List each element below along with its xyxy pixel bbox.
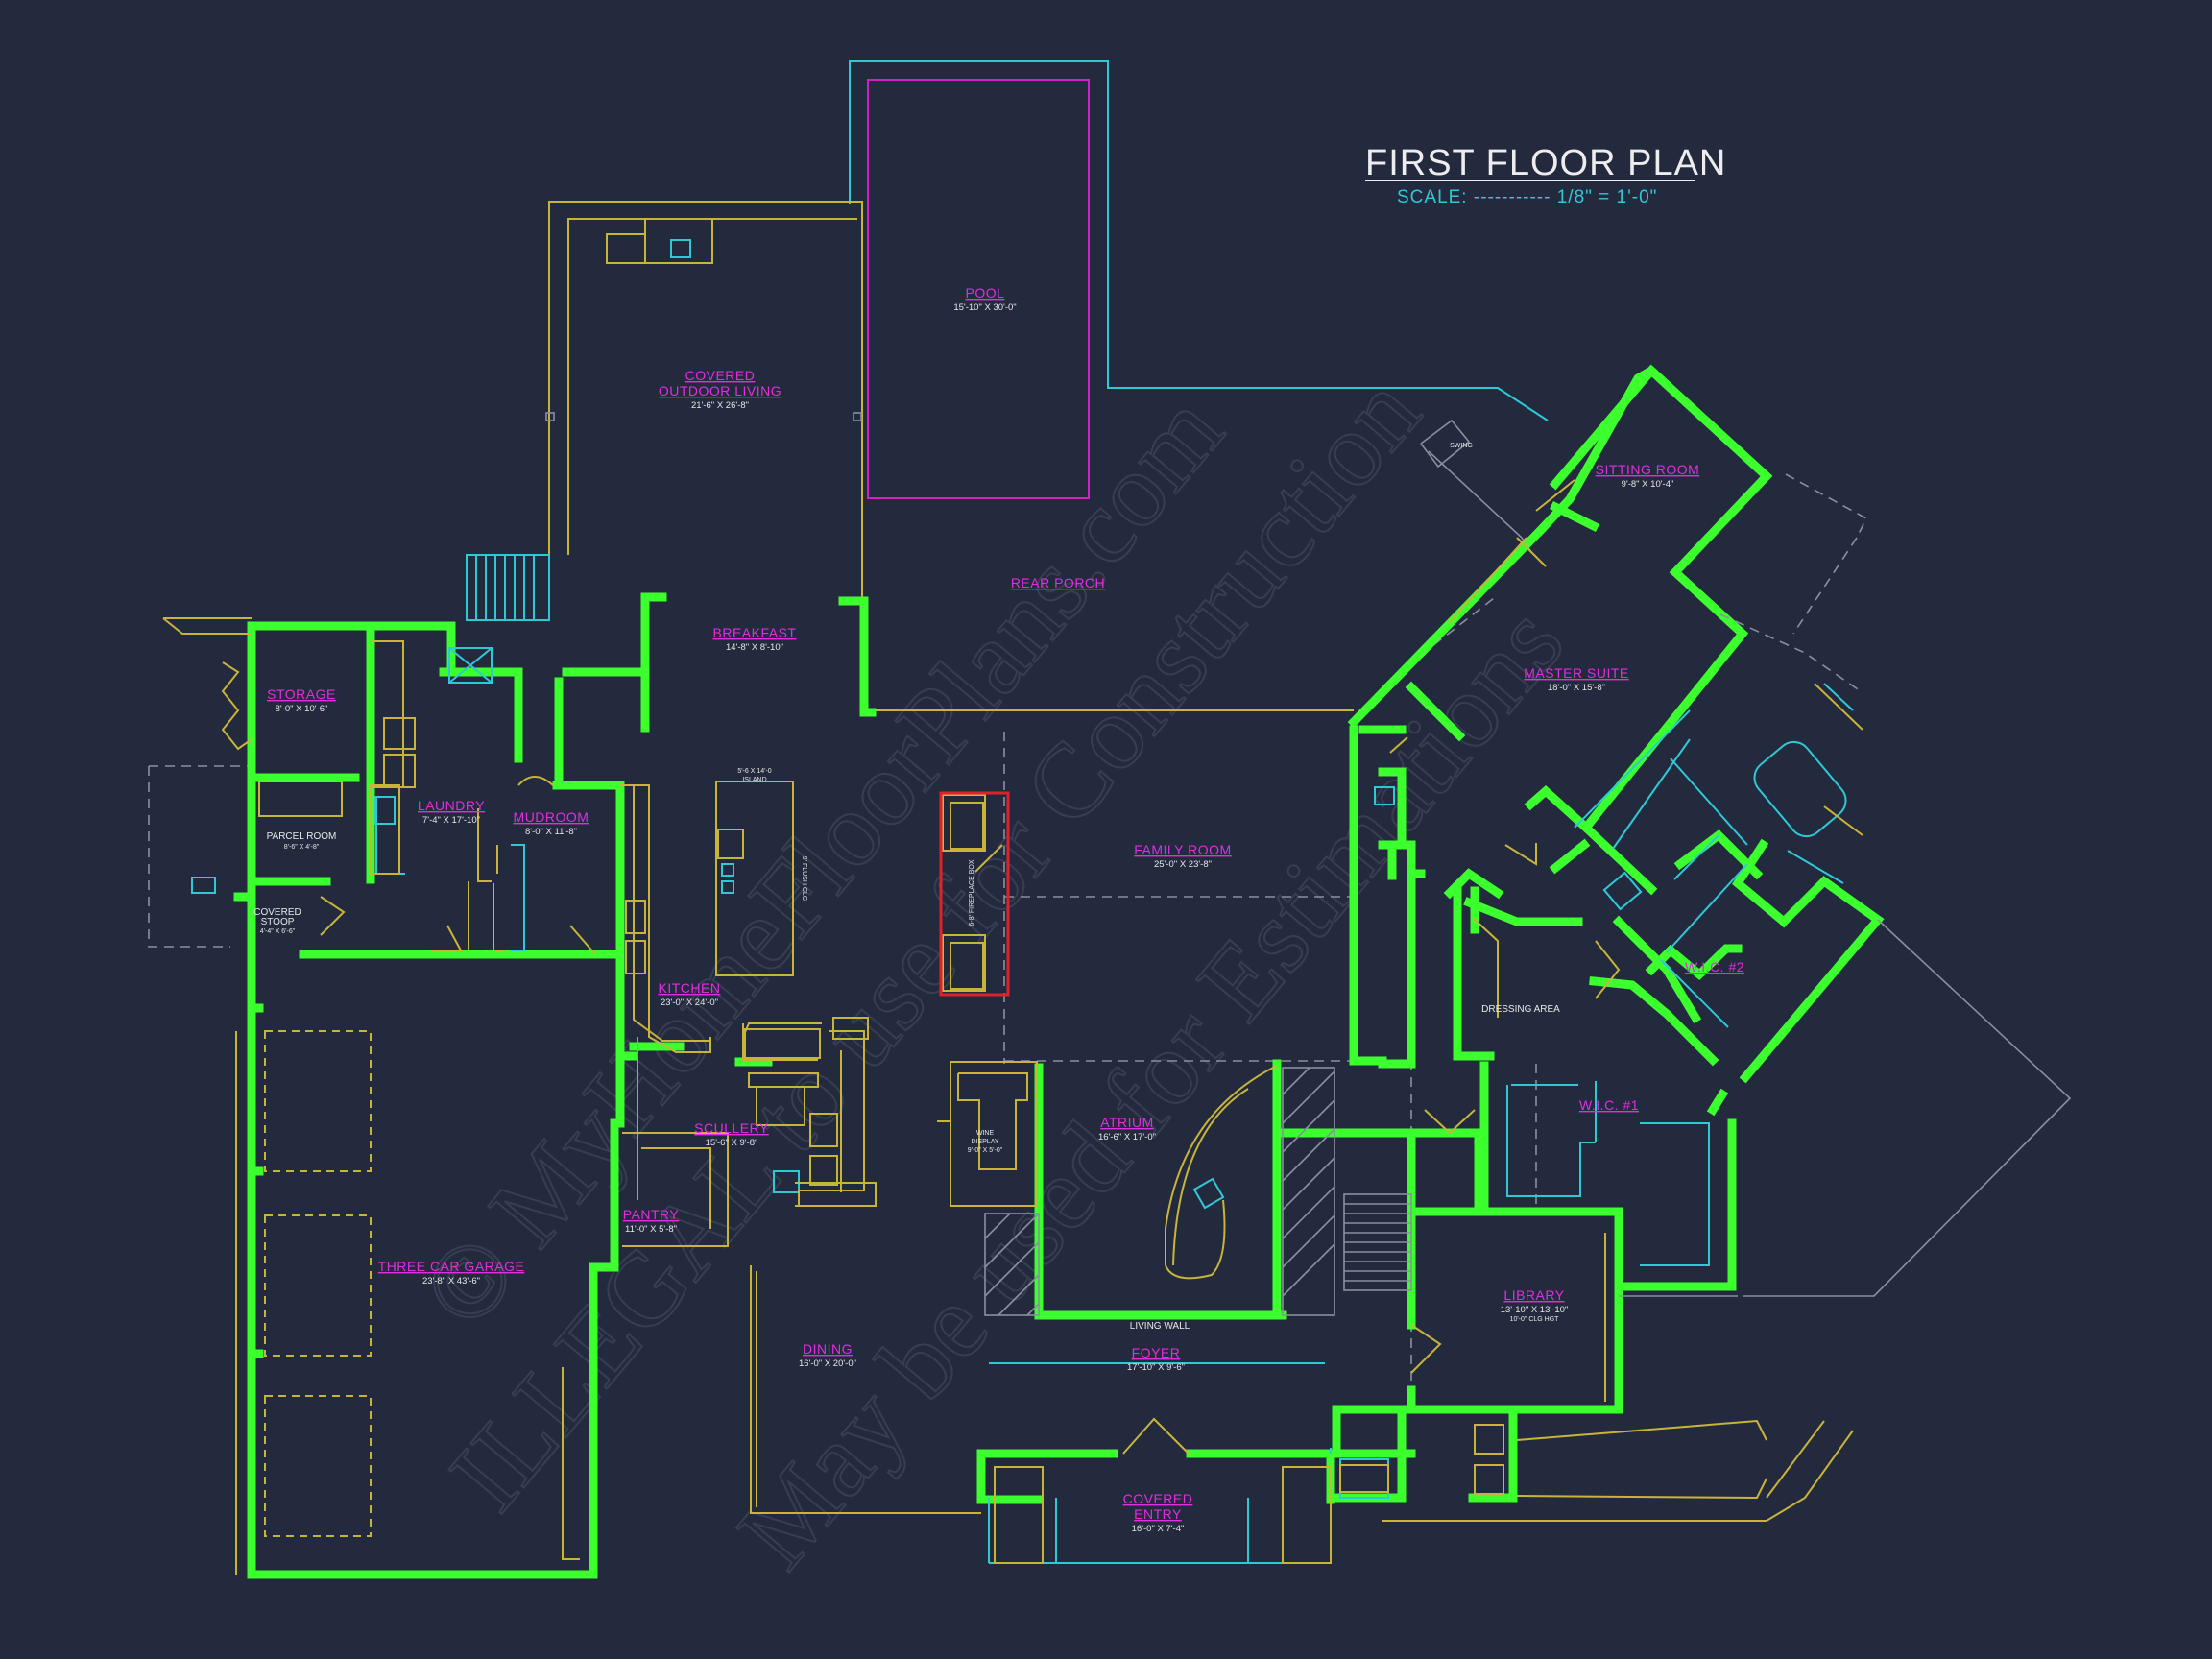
pool-area	[849, 60, 1549, 499]
atrium-size: 16'-6" X 17'-0"	[1098, 1132, 1156, 1142]
covered-outdoor-living-label-1: COVERED	[685, 368, 756, 383]
wine-display-label-2: DISPLAY	[971, 1139, 998, 1145]
breakfast-label: BREAKFAST	[713, 625, 797, 640]
plan-title: FIRST FLOOR PLAN	[1365, 143, 1726, 183]
pantry-size: 11'-0" X 5'-8"	[625, 1224, 677, 1235]
wine-display-size: 9'-0" X 5'-0"	[968, 1147, 1003, 1154]
covered-entry-label-2: ENTRY	[1134, 1506, 1182, 1522]
pantry-label: PANTRY	[623, 1207, 680, 1222]
main-stairs	[1343, 1193, 1412, 1291]
rear-porch-label: REAR PORCH	[1011, 575, 1105, 590]
glass-lines	[191, 647, 1854, 1564]
kitchen-island	[715, 781, 794, 976]
scullery-size: 15'-6" X 9'-8"	[706, 1138, 758, 1148]
kitchen-label: KITCHEN	[659, 980, 721, 996]
fireplace-note: 6-8' FIREPLACE BOX	[969, 859, 975, 926]
atrium-label: ATRIUM	[1100, 1115, 1154, 1130]
family-room-size: 25'-0" X 23'-8"	[1154, 859, 1212, 870]
rear-steps	[466, 554, 550, 621]
storage-label: STORAGE	[267, 686, 336, 702]
three-car-garage-label: THREE CAR GARAGE	[378, 1259, 525, 1274]
laundry-size: 7'-4" X 17'-10"	[422, 815, 480, 826]
dressing-area-label: DRESSING AREA	[1481, 1004, 1560, 1015]
three-car-garage-size: 23'-8" X 43'-6"	[422, 1276, 480, 1286]
living-wall-label: LIVING WALL	[1130, 1321, 1190, 1332]
pool-size: 15'-10" X 30'-0"	[953, 302, 1016, 313]
wic2-label: W.I.C. #2	[1685, 959, 1744, 974]
library-size: 13'-10" X 13'-10"	[1501, 1305, 1569, 1315]
shower-mud	[448, 647, 493, 684]
scullery-label: SCULLERY	[694, 1120, 769, 1136]
island-label: ISLAND	[742, 777, 766, 783]
mudroom-label: MUDROOM	[514, 809, 589, 825]
sitting-room-size: 9'-8" X 10'-4"	[1622, 479, 1674, 490]
parcel-room-size: 8'-6" X 4'-8"	[284, 844, 320, 851]
wic1-label: W.I.C. #1	[1579, 1097, 1639, 1113]
wine-display-label-1: WINE	[976, 1130, 995, 1137]
pool-label: POOL	[966, 285, 1005, 301]
master-suite-label: MASTER SUITE	[1524, 665, 1628, 681]
title-block: FIRST FLOOR PLAN SCALE: ----------- 1/8"…	[1365, 143, 1726, 207]
covered-outdoor-living-size: 21'-6" X 26'-8"	[691, 400, 749, 411]
parcel-room-label: PARCEL ROOM	[267, 831, 337, 842]
laundry-label: LAUNDRY	[418, 798, 485, 813]
library-label: LIBRARY	[1503, 1287, 1564, 1303]
covered-entry-label-1: COVERED	[1123, 1491, 1193, 1506]
exterior-walls	[233, 364, 1885, 1579]
flush-ceiling-note: 9' FLUSH CLG	[801, 856, 807, 901]
kitchen-size: 23'-0" X 24'-0"	[661, 998, 718, 1008]
sitting-room-label: SITTING ROOM	[1596, 462, 1700, 477]
dining-size: 16'-0" X 20'-0"	[799, 1358, 856, 1369]
foyer-size: 17'-10" X 9'-6"	[1127, 1362, 1185, 1373]
master-suite-size: 18'-0" X 15'-8"	[1548, 683, 1605, 693]
exterior-outline	[1382, 473, 2072, 1522]
dining-label: DINING	[803, 1341, 853, 1357]
fixtures	[162, 479, 1863, 1575]
breakfast-size: 14'-8" X 8'-10"	[726, 642, 783, 653]
covered-entry-size: 16'-0" X 7'-4"	[1132, 1524, 1185, 1534]
covered-stoop-size: 4'-4" X 6'-6"	[260, 928, 296, 935]
stair-hatch	[984, 1067, 1335, 1316]
covered-stoop-label-1: COVERED	[253, 907, 301, 918]
foyer-label: FOYER	[1132, 1345, 1181, 1360]
covered-stoop-label-2: STOOP	[261, 917, 295, 927]
covered-outdoor-living-label-2: OUTDOOR LIVING	[659, 383, 781, 398]
plan-scale: SCALE: ----------- 1/8" = 1'-0"	[1397, 187, 1657, 207]
pool	[867, 79, 1090, 499]
swing-label: SWING	[1450, 443, 1473, 449]
library-ceiling-note: 10'-0" CLG HGT	[1510, 1316, 1560, 1323]
family-room-label: FAMILY ROOM	[1134, 842, 1231, 857]
wine-display	[950, 1061, 1038, 1207]
storage-size: 8'-0" X 10'-6"	[276, 704, 328, 714]
mudroom-size: 8'-0" X 11'-8"	[525, 827, 577, 837]
fireplace-box	[939, 791, 1010, 997]
island-size: 5'-6 X 14'-0	[737, 768, 771, 775]
room-labels: POOL 15'-10" X 30'-0" COVERED OUTDOOR LI…	[253, 285, 1744, 1534]
